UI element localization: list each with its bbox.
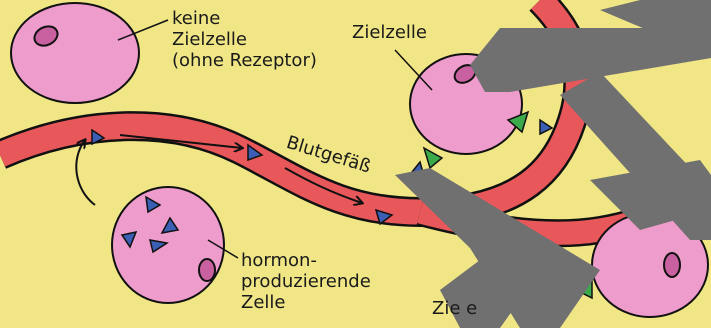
receptor xyxy=(424,148,442,168)
non-target-label-line1: keine xyxy=(172,8,317,29)
non-target-cell xyxy=(11,3,139,103)
secretion-arrow xyxy=(76,140,95,205)
non-target-label-line3: (ohne Rezeptor) xyxy=(172,50,317,71)
target-cell-bottom-label: Zie e xyxy=(432,298,477,319)
producer-label-line1: hormon- xyxy=(241,250,371,271)
non-target-label-line2: Zielzelle xyxy=(172,29,317,50)
producer-label-line3: Zelle xyxy=(241,292,371,313)
producer-cell-label: hormon- produzierende Zelle xyxy=(241,250,371,313)
hormone-triangle xyxy=(540,120,552,134)
non-target-cell-label: keine Zielzelle (ohne Rezeptor) xyxy=(172,8,317,71)
target-cell-top-label: Zielzelle xyxy=(352,22,427,43)
producer-label-line2: produzierende xyxy=(241,271,371,292)
hormone-producing-cell xyxy=(112,187,224,303)
